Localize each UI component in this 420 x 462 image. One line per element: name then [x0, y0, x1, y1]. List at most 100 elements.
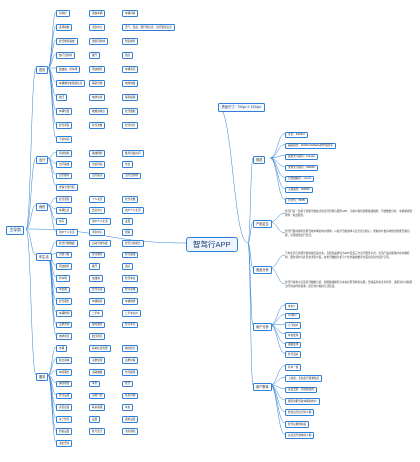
leaf-item: 二手车 — [89, 310, 103, 317]
paragraph: 汽车生活与智能驾驶领域竞品众多，包括各品牌官方APP及第三方出行服务平台。主流产… — [285, 252, 410, 259]
leaf-item: 账号安全 — [89, 428, 106, 436]
leaf-item: 智驾里程 — [56, 122, 73, 129]
leaf-item: 智驾里程 — [56, 196, 73, 203]
connector — [269, 133, 286, 159]
connector — [25, 67, 37, 230]
connector — [269, 267, 286, 285]
leaf-item: 违章查询 — [56, 321, 73, 329]
leaf-item: 车辆 — [56, 345, 68, 352]
leaf-item: 车辆检测 — [56, 310, 73, 317]
connector — [25, 228, 187, 244]
leaf-item: 路线规划 — [89, 150, 106, 157]
leaf-item: 智驾时长 — [122, 122, 139, 129]
section-2: 出行 — [36, 156, 49, 164]
leaf-item: 电池功率 — [89, 94, 106, 101]
right-item: 主色：3264F4 — [285, 131, 308, 139]
leaf-item: 智驾行驶数据 — [56, 240, 78, 247]
right-item: 智驾功能体验者 — [285, 420, 310, 428]
right-item: 有车一族 — [285, 363, 302, 371]
right-item: UV用户 — [285, 312, 300, 320]
leaf-item: 自动驾驶等级 — [89, 240, 111, 247]
leaf-item: 保险服务 — [89, 321, 106, 329]
leaf-item: 智驾次数 — [89, 122, 106, 129]
leaf-item: 保险理赔 — [56, 380, 73, 388]
right-section-4: 用户分析 — [253, 323, 272, 331]
leaf-item: 保养提醒 — [122, 94, 139, 101]
connector — [47, 25, 57, 69]
connector — [269, 155, 286, 159]
right-item: 次重文字颜色：666666 — [285, 164, 318, 172]
connector — [47, 53, 57, 69]
connector — [269, 384, 286, 435]
leaf-item: 周边推荐 — [56, 263, 73, 271]
leaf-item: 停车场 — [56, 275, 70, 282]
leaf-item: 车辆剩余和续航信息 — [56, 80, 86, 87]
main-nav-node: 主导航 — [6, 226, 25, 235]
leaf-item: 节省时间 — [56, 136, 73, 143]
paragraph: 智驾行是一款基于智能驾驶技术的出行管理与服务APP，为用户提供智能路线规划、驾驶… — [285, 210, 413, 217]
leaf-item: 酒店 — [122, 263, 134, 271]
leaf-item: 通用设置 — [122, 416, 139, 424]
section-1: 首页 — [36, 66, 49, 74]
leaf-item: 胎压状况 — [89, 333, 106, 341]
leaf-item: 用户个人主页 — [56, 229, 78, 236]
leaf-item: 帮助 — [122, 229, 134, 236]
connector — [47, 67, 57, 97]
leaf-item: 消息通知 — [122, 428, 139, 436]
connector — [47, 39, 57, 69]
connector — [269, 376, 286, 386]
root-node: 智驾行APP — [186, 237, 238, 252]
connector — [247, 242, 254, 326]
leaf-item: 导航规划 — [56, 150, 73, 157]
leaf-item: 车库 — [56, 218, 68, 225]
right-item: 喜爱尝鲜、新科技使用 — [285, 386, 317, 394]
connector — [47, 67, 57, 125]
right-section-3: 竞品分析 — [253, 266, 272, 274]
connector — [269, 365, 286, 386]
paragraph: 智驾行面向拥有智能驾驶车辆的用户群体，以提升驾驶效率与安全性为核心，帮助用户更好… — [285, 230, 410, 237]
connector — [269, 157, 286, 178]
leaf-item: 意见反馈 — [56, 404, 73, 412]
connector — [269, 157, 286, 200]
connector — [47, 358, 57, 376]
right-item: 智驾爱好 — [285, 351, 302, 358]
connector — [269, 324, 286, 344]
connector — [25, 157, 37, 230]
right-item: 关注出行效率的人群 — [285, 432, 315, 440]
leaf-item: 车辆状况 — [122, 66, 139, 73]
leaf-item: 出行目的地 — [122, 172, 141, 180]
right-section-1: 规范 — [253, 156, 266, 164]
leaf-item: 车辆信息 — [56, 207, 73, 214]
leaf-item: 消息中心 — [89, 24, 106, 31]
connector — [47, 67, 57, 139]
connector — [269, 314, 286, 326]
right-item: 最重文字颜色：1e1e1e — [285, 153, 318, 161]
connector — [269, 384, 286, 412]
leaf-item: 个人主页 — [89, 196, 106, 203]
leaf-item: 驾驶习惯 — [56, 251, 73, 259]
connector — [47, 197, 57, 206]
leaf-item: 隐私设置 — [56, 428, 73, 436]
leaf-item: 道路救援 — [89, 368, 106, 376]
connector — [217, 105, 249, 244]
connector — [247, 157, 254, 244]
right-item: 背景色：f5f5f5 — [285, 197, 308, 205]
right-item: 辅助颜色：#2d4b4 #ef5a4a的中国黑等 — [285, 142, 336, 150]
right-item: 经常自驾出行的人群 — [285, 409, 315, 417]
connector — [47, 254, 57, 313]
leaf-item: 设置 — [89, 416, 101, 424]
paragraph: 智驾行将重点打造智驾数据分析、智能路线推荐与车友社区等特色功能，形成差异化竞争优… — [285, 281, 413, 288]
leaf-item: 车辆维修 — [122, 298, 139, 306]
leaf-item: 酒店 — [122, 52, 134, 59]
leaf-item: 加油站、停车场 — [56, 66, 81, 73]
connector — [269, 212, 286, 223]
leaf-item: 出行推荐 — [56, 172, 73, 180]
leaf-item: 我的积分 — [122, 345, 139, 352]
connector — [25, 228, 37, 376]
leaf-item: 餐厅 — [89, 263, 101, 271]
connector — [47, 11, 57, 69]
leaf-item: 设置 — [122, 218, 134, 225]
section-4: 车生活 — [36, 253, 52, 261]
leaf-item: 智驾推荐路线 — [56, 38, 78, 45]
